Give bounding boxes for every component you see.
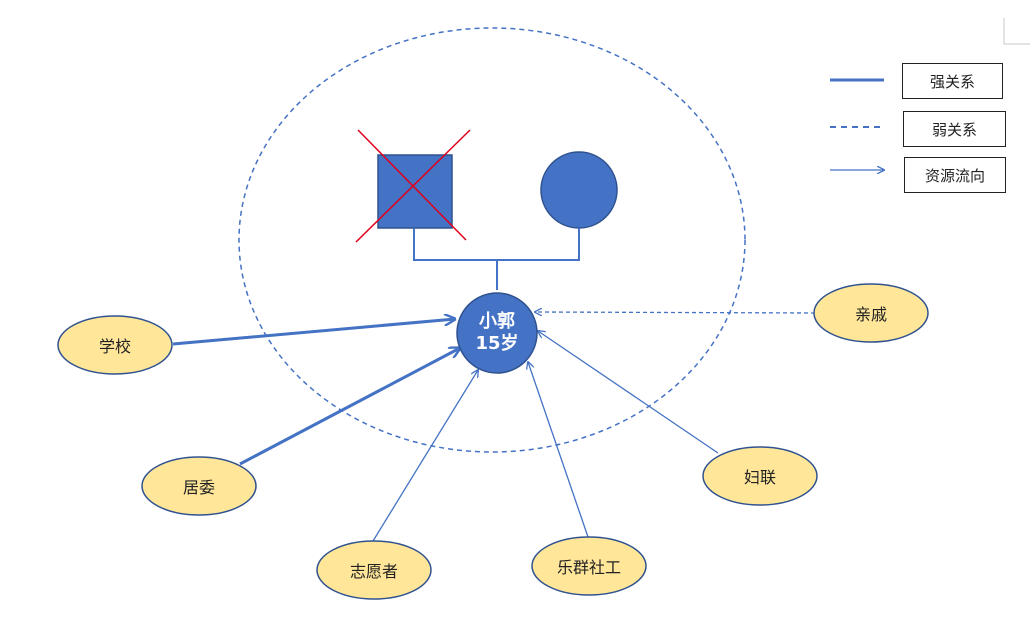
node-volunteer[interactable] xyxy=(316,540,432,600)
relation-womens-federation xyxy=(538,331,719,454)
deceased-cross-line-1 xyxy=(357,129,467,241)
relation-relatives xyxy=(535,312,816,313)
relation-school xyxy=(172,319,455,346)
legend-strong-label: 强关系 xyxy=(902,63,1003,99)
node-womens-federation[interactable] xyxy=(702,446,818,506)
legend-flow-label: 资源流向 xyxy=(904,157,1006,193)
family-boundary xyxy=(238,27,746,453)
node-residents-committee-label: 居委 xyxy=(182,478,216,497)
deceased-cross-line-2 xyxy=(355,129,471,243)
node-social-worker-label: 乐群社工 xyxy=(556,558,622,577)
mother-symbol xyxy=(540,151,618,229)
node-volunteer-label: 志愿者 xyxy=(349,562,399,581)
relation-social-worker xyxy=(528,362,589,538)
parent-connector xyxy=(413,228,580,261)
relation-volunteer xyxy=(372,370,478,542)
node-residents-committee[interactable] xyxy=(141,456,257,516)
legend-weak-label: 弱关系 xyxy=(903,111,1006,147)
node-relatives[interactable] xyxy=(813,283,929,343)
node-social-worker[interactable] xyxy=(531,536,647,596)
node-school-label: 学校 xyxy=(98,337,132,356)
center-label: 小郭 15岁 xyxy=(475,311,518,355)
corner-mark xyxy=(1003,18,1030,45)
node-school[interactable] xyxy=(57,315,173,375)
relation-residents-committee xyxy=(239,348,460,466)
father-symbol xyxy=(377,154,453,229)
center-node[interactable] xyxy=(456,292,538,374)
node-relatives-label: 亲戚 xyxy=(854,305,888,324)
center-age: 15岁 xyxy=(475,333,519,354)
node-womens-federation-label: 妇联 xyxy=(743,468,777,487)
center-name: 小郭 xyxy=(479,311,515,332)
